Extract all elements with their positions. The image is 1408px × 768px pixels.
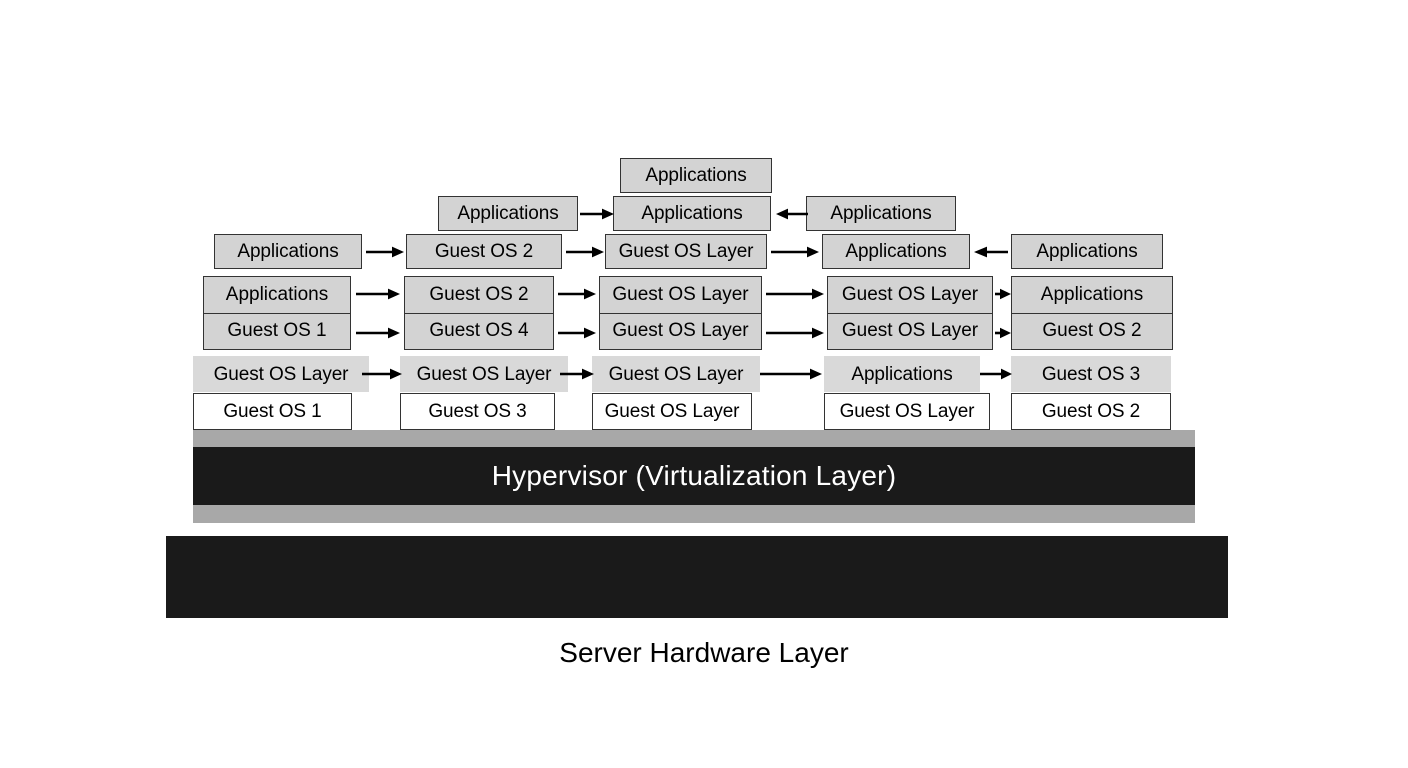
column-4-base-strip: Guest OS Layer xyxy=(824,393,990,430)
arrow-right-row4-col1-col2 xyxy=(356,325,400,341)
hypervisor-bottom-band xyxy=(193,505,1195,523)
column-3-stack: Guest OS Layer Guest OS Layer xyxy=(599,276,762,350)
column-5-top-box: Applications xyxy=(1011,234,1163,269)
column-5-stack-upper: Applications xyxy=(1040,283,1144,305)
column-3-layer-strip: Guest OS Layer xyxy=(592,356,760,392)
arrow-right-row4-col3-col4 xyxy=(766,325,824,341)
column-2-stack-lower: Guest OS 4 xyxy=(405,312,553,350)
column-1-stack-lower: Guest OS 1 xyxy=(204,312,350,350)
column-2-base-strip: Guest OS 3 xyxy=(400,393,555,430)
column-4-mid-box: Applications xyxy=(822,234,970,269)
hypervisor-label: Hypervisor (Virtualization Layer) xyxy=(491,460,897,491)
arrow-right-row5-col3-col4 xyxy=(760,366,822,382)
column-2-mid-box: Guest OS 2 xyxy=(406,234,562,269)
arrow-right-row3-col3-col4 xyxy=(766,286,824,302)
column-3-stack-upper: Guest OS Layer xyxy=(612,283,749,305)
server-hardware-bar xyxy=(166,536,1228,618)
column-3-top-box: Applications xyxy=(613,196,771,231)
column-3-stack-lower: Guest OS Layer xyxy=(600,312,761,350)
column-2-layer-strip: Guest OS Layer xyxy=(400,356,568,392)
arrow-right-row5-col2-col3 xyxy=(560,366,594,382)
column-5-stack-lower: Guest OS 2 xyxy=(1012,312,1172,350)
column-2-top-box: Applications xyxy=(438,196,578,231)
column-5-layer-strip: Guest OS 3 xyxy=(1011,356,1171,392)
arrow-right-row3-col1-col2 xyxy=(356,286,400,302)
column-1-stack-upper: Applications xyxy=(225,283,329,305)
arrow-right-row4-col4-col5 xyxy=(995,325,1011,341)
arrow-right-row2-col2-col3 xyxy=(566,244,604,260)
column-4-top-box: Applications xyxy=(806,196,956,231)
column-5-base-strip: Guest OS 2 xyxy=(1011,393,1171,430)
column-1-stack: Applications Guest OS 1 xyxy=(203,276,351,350)
arrow-left-row1-col4-col3 xyxy=(776,206,808,222)
arrow-right-row3-col2-col3 xyxy=(558,286,596,302)
arrow-right-row5-col1-col2 xyxy=(362,366,402,382)
hypervisor-top-band xyxy=(193,430,1195,447)
arrow-right-row1-col2-col3 xyxy=(580,206,614,222)
column-4-stack: Guest OS Layer Guest OS Layer xyxy=(827,276,993,350)
arrow-left-row2-col5-col4 xyxy=(974,244,1008,260)
column-4-layer-strip: Applications xyxy=(824,356,980,392)
column-3-base-strip: Guest OS Layer xyxy=(592,393,752,430)
column-4-stack-lower: Guest OS Layer xyxy=(828,312,992,350)
arrow-right-row5-col4-col5 xyxy=(980,366,1012,382)
column-4-stack-upper: Guest OS Layer xyxy=(841,283,979,305)
column-1-top-box: Applications xyxy=(214,234,362,269)
column-1-layer-strip: Guest OS Layer xyxy=(193,356,369,392)
arrow-right-row2-col3-col4 xyxy=(771,244,819,260)
server-hardware-label: Server Hardware Layer xyxy=(559,637,849,668)
arrow-right-row3-col4-col5 xyxy=(995,286,1011,302)
column-3-mid-box: Guest OS Layer xyxy=(605,234,767,269)
column-3-peak-box: Applications xyxy=(620,158,772,193)
column-1-base-strip: Guest OS 1 xyxy=(193,393,352,430)
hypervisor-bar: Hypervisor (Virtualization Layer) xyxy=(193,447,1195,505)
arrow-right-row2-col1-col2 xyxy=(366,244,404,260)
column-2-stack: Guest OS 2 Guest OS 4 xyxy=(404,276,554,350)
column-5-stack: Applications Guest OS 2 xyxy=(1011,276,1173,350)
arrow-right-row4-col2-col3 xyxy=(558,325,596,341)
column-2-stack-upper: Guest OS 2 xyxy=(429,283,529,305)
